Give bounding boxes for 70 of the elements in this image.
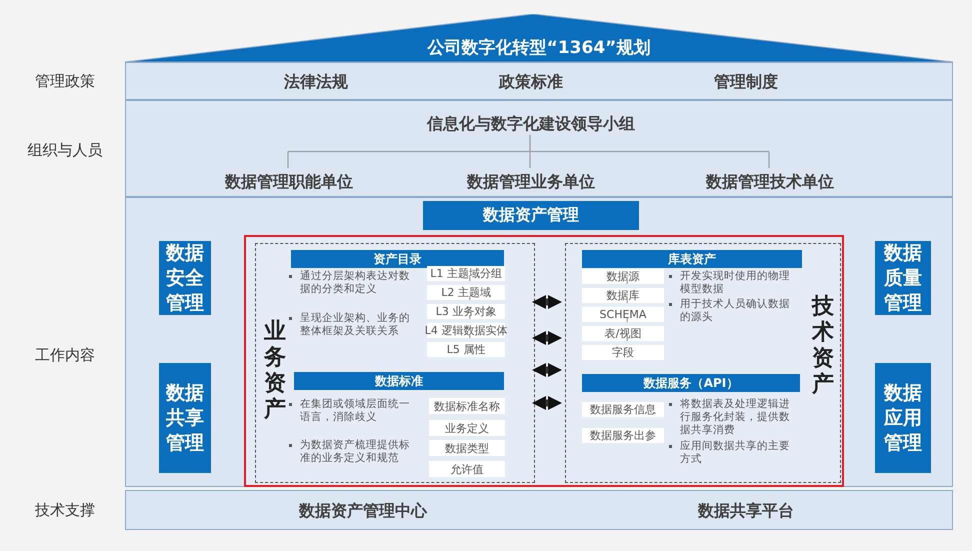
section-header: 数据服务（API） <box>582 374 800 392</box>
title-box: 数据资产管理 <box>423 201 639 230</box>
level-box: SCHEMA <box>582 307 664 322</box>
field-box: 数据类型 <box>429 440 505 456</box>
bullet-text: 将数据表及处理逻辑进行服务化封装，提供数据共享消费 <box>680 398 791 437</box>
side-box: 数据共享管理 <box>159 363 211 473</box>
roof-banner <box>125 14 953 62</box>
panel-title: 业务资产 <box>262 319 287 423</box>
side-box: 数据安全管理 <box>159 241 211 315</box>
connector-line <box>469 277 470 281</box>
side-box: 数据质量管理 <box>875 241 931 315</box>
horizontal-band <box>125 62 953 100</box>
level-box: L5 属性 <box>427 342 505 357</box>
field-box: 数据服务出参 <box>582 428 664 443</box>
double-arrow <box>532 396 562 410</box>
connector-line <box>626 337 628 341</box>
connector-line <box>626 318 628 322</box>
level-box: 数据库 <box>582 288 664 303</box>
unit-name: 数据管理业务单位 <box>437 169 625 195</box>
horizontal-band <box>125 100 953 197</box>
connector-line <box>529 135 531 168</box>
level-box: 数据源 <box>582 269 664 284</box>
unit-name: 数据管理技术单位 <box>677 169 863 195</box>
title: 公司数字化转型“1364”规划 <box>428 36 650 58</box>
dashed-panel <box>565 243 841 483</box>
platform-item: 数据共享平台 <box>696 501 795 521</box>
connector-line <box>469 315 470 319</box>
horizontal-band <box>125 490 953 530</box>
connector-line <box>626 299 628 303</box>
double-arrow <box>532 330 562 346</box>
row-label: 管理政策 <box>34 71 96 91</box>
level-box: 表/视图 <box>582 326 664 341</box>
bullet-text: 开发实现时使用的物理模型数据 <box>680 270 791 296</box>
level-box: L3 业务对象 <box>427 304 505 319</box>
horizontal-band <box>125 197 953 487</box>
section-header: 数据标准 <box>294 372 504 390</box>
bullet-text: 通过分层架构表达对数据的分类和定义 <box>300 270 411 296</box>
section-header: 库表资产 <box>582 250 802 268</box>
field-box: 数据标准名称 <box>429 398 505 414</box>
connector-line <box>469 296 470 300</box>
level-box: 字段 <box>582 345 664 360</box>
side-box: 数据应用管理 <box>875 363 931 473</box>
connector-line <box>469 334 470 338</box>
level-box: L4 逻辑数据实体 <box>427 323 505 338</box>
row-label: 技术支撑 <box>34 500 96 520</box>
row-label: 组织与人员 <box>26 140 104 160</box>
row-label: 工作内容 <box>34 345 96 365</box>
panel-title: 技术资产 <box>810 294 835 398</box>
bullet-text: 用于技术人员确认数据的源头 <box>680 298 791 324</box>
frame-box <box>244 235 844 487</box>
unit-name: 数据管理职能单位 <box>196 169 382 195</box>
platform-item: 数据资产管理中心 <box>298 501 428 521</box>
policy-item: 法律法规 <box>283 72 349 92</box>
connector-line <box>626 280 628 284</box>
bullet-text: 应用间数据共享的主要方式 <box>680 440 791 466</box>
bullet-text: 在集团或领域层面统一语言，消除歧义 <box>300 398 411 424</box>
field-box: 业务定义 <box>429 420 505 436</box>
field-box: 允许值 <box>429 461 505 477</box>
dashed-panel <box>255 243 535 483</box>
policy-item: 政策标准 <box>498 72 564 92</box>
field-box: 数据服务信息 <box>582 402 664 417</box>
level-box: L1 主题域分组 <box>427 266 505 281</box>
level-box: L2 主题域 <box>427 285 505 300</box>
policy-item: 管理制度 <box>713 72 779 92</box>
bullet-text: 为数据资产梳理提供标准的业务定义和规范 <box>300 439 411 465</box>
section-header: 资产目录 <box>291 250 504 268</box>
double-arrow <box>532 362 562 378</box>
bullet-text: 呈现企业架构、业务的整体框架及关联关系 <box>300 312 411 338</box>
double-arrow <box>532 294 562 310</box>
group-name: 信息化与数字化建设领导小组 <box>391 112 671 136</box>
